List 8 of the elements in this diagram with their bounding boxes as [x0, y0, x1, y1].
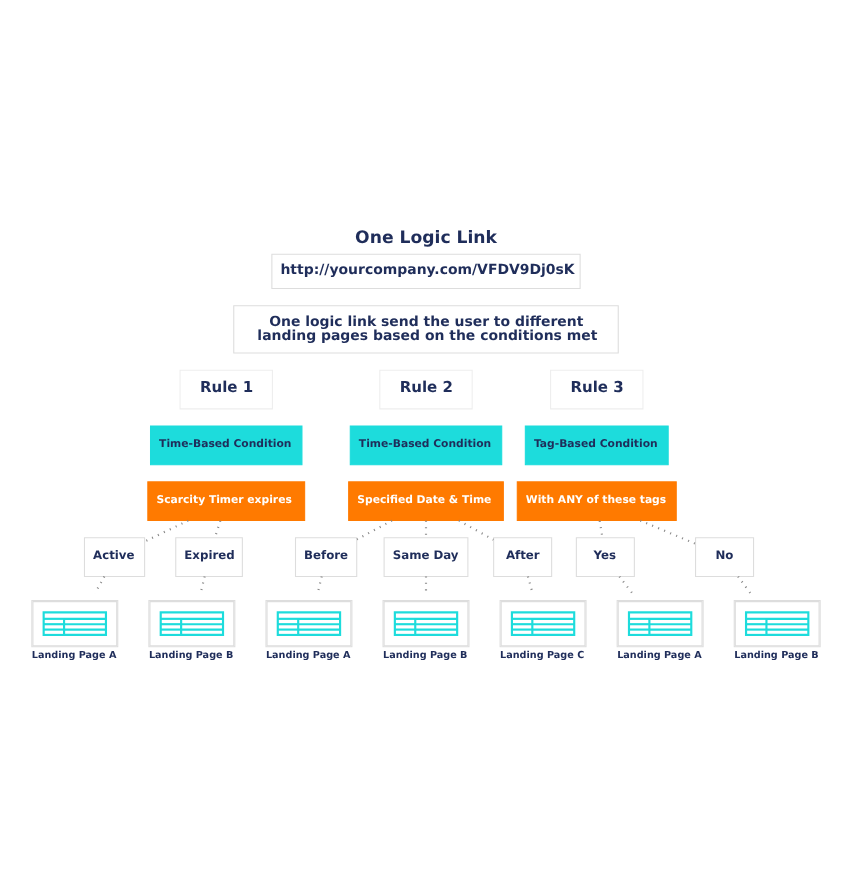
- diagram-title: One Logic Link: [355, 228, 497, 249]
- connector: [618, 574, 634, 594]
- connector: [144, 518, 189, 542]
- connector: [737, 574, 752, 594]
- connector: [639, 518, 696, 544]
- connector: [93, 575, 106, 593]
- connector: [458, 518, 494, 540]
- connector: [356, 518, 393, 540]
